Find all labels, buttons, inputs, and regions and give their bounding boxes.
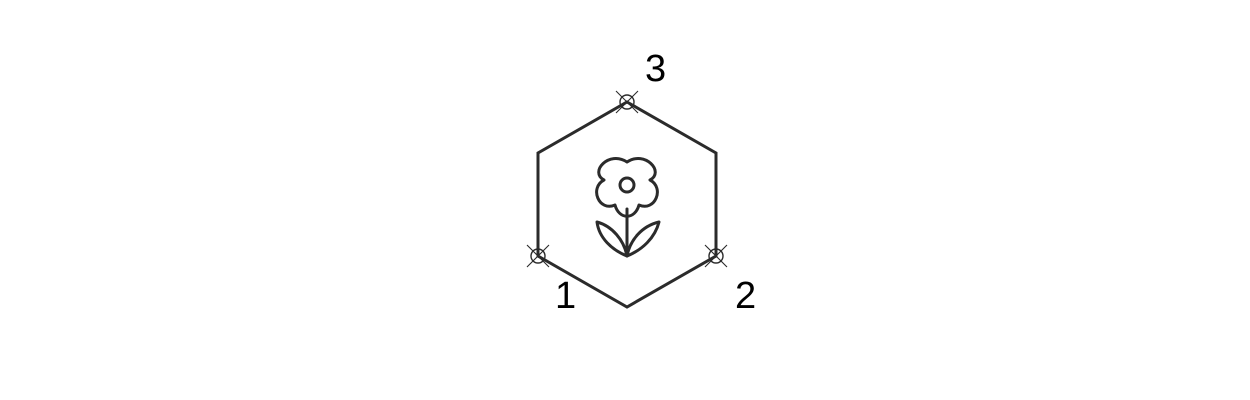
flower-icon: [595, 157, 661, 258]
hexagon-outline: [536, 100, 718, 309]
point-marker-2: [704, 244, 728, 268]
point-label-3: 3: [645, 48, 666, 90]
flower-center: [618, 176, 636, 194]
flower-leaf-left: [595, 220, 629, 258]
flower-leaf-right: [625, 220, 661, 258]
point-label-1: 1: [555, 275, 576, 317]
point-marker-1: [526, 244, 550, 268]
point-label-2: 2: [735, 275, 756, 317]
point-marker-3: [615, 90, 639, 114]
